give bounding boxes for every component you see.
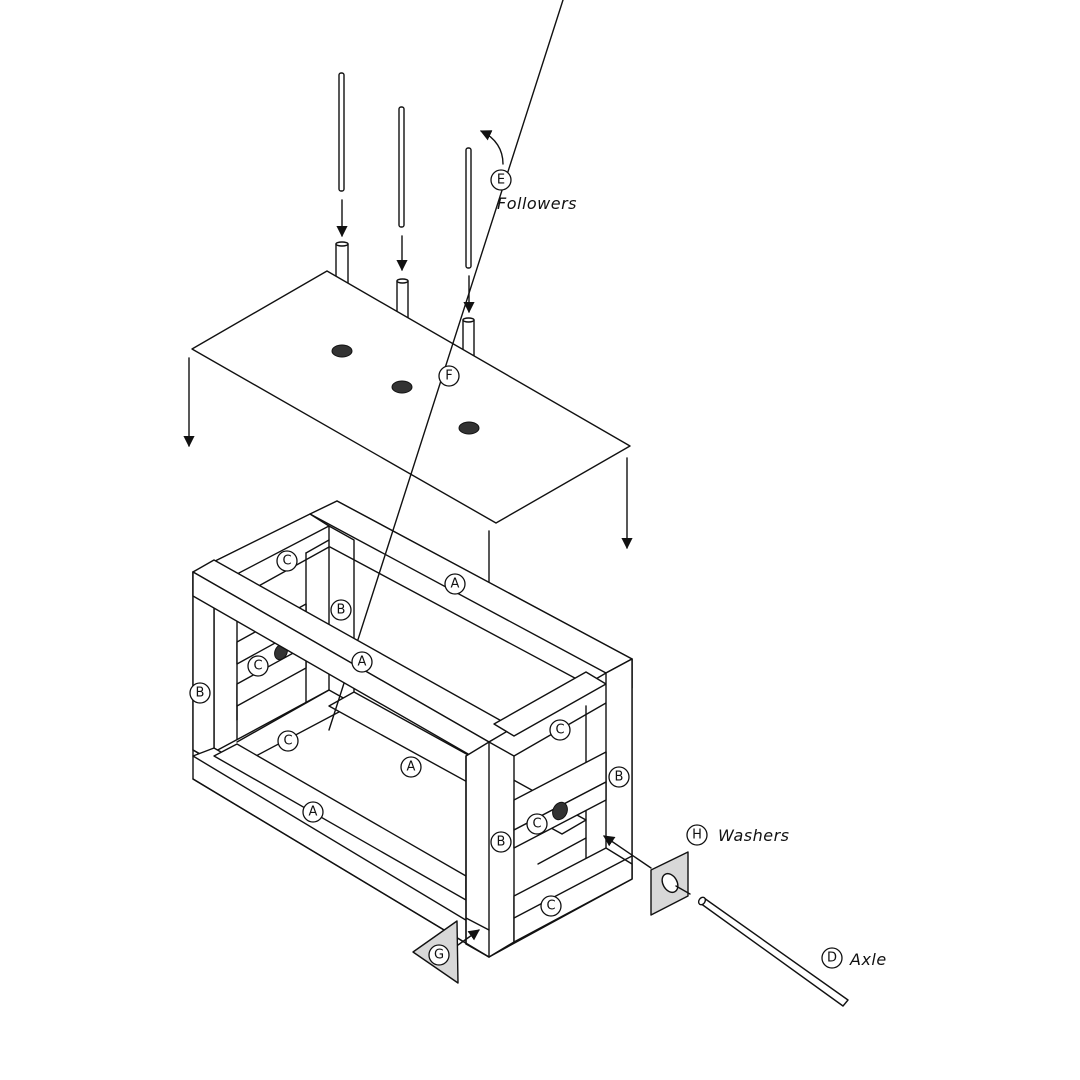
svg-text:A: A [451, 577, 460, 592]
tag-b: B [330, 599, 352, 621]
tag-g: G [428, 944, 450, 966]
svg-text:C: C [555, 723, 564, 738]
panel-hole [391, 380, 413, 394]
svg-text:B: B [497, 835, 506, 850]
tag-c: C [277, 730, 299, 752]
svg-text:A: A [407, 760, 416, 775]
svg-text:F: F [445, 369, 452, 384]
svg-text:B: B [196, 686, 205, 701]
tag-a: A [351, 651, 373, 673]
triangle-arrow [457, 929, 480, 946]
svg-text:C: C [546, 899, 555, 914]
tag-h: H [686, 824, 708, 846]
follower-rods [338, 72, 472, 269]
follower-rod [338, 72, 345, 192]
svg-text:A: A [358, 655, 367, 670]
svg-text:C: C [283, 734, 292, 749]
tag-c: C [276, 550, 298, 572]
tag-c: C [549, 719, 571, 741]
panel-hole [331, 344, 353, 358]
tag-a: A [302, 801, 324, 823]
svg-text:D: D [827, 951, 837, 966]
tag-c: C [540, 895, 562, 917]
svg-text:C: C [532, 817, 541, 832]
follower-rod [398, 106, 405, 228]
top-panel [191, 270, 631, 524]
tag-b: B [490, 831, 512, 853]
followers-caption: Followers [497, 194, 577, 213]
axle-caption: Axle [849, 950, 887, 969]
tag-a: A [444, 573, 466, 595]
tag-d: D [821, 947, 843, 969]
washers-caption: Washers [718, 826, 789, 845]
tag-b: B [608, 766, 630, 788]
svg-text:A: A [309, 805, 318, 820]
tag-c: C [526, 813, 548, 835]
svg-text:E: E [497, 173, 505, 188]
svg-text:G: G [434, 948, 444, 963]
part-tags: A A A A B B B B C C C C C C D E F G H [189, 169, 843, 969]
tag-e: E [490, 169, 512, 191]
svg-text:C: C [253, 659, 262, 674]
axle-hole [552, 801, 568, 821]
panel-hole [458, 421, 480, 435]
frame [192, 0, 633, 958]
svg-text:H: H [692, 828, 702, 843]
svg-text:B: B [337, 603, 346, 618]
svg-text:B: B [615, 770, 624, 785]
tag-a: A [400, 756, 422, 778]
svg-text:C: C [282, 554, 291, 569]
followers-curved-arrow [479, 130, 504, 165]
follower-rod [465, 147, 472, 269]
tag-c: C [247, 655, 269, 677]
tag-f: F [438, 365, 460, 387]
tag-b: B [189, 682, 211, 704]
washer-arrow [603, 835, 652, 869]
washer-hole [661, 872, 679, 894]
